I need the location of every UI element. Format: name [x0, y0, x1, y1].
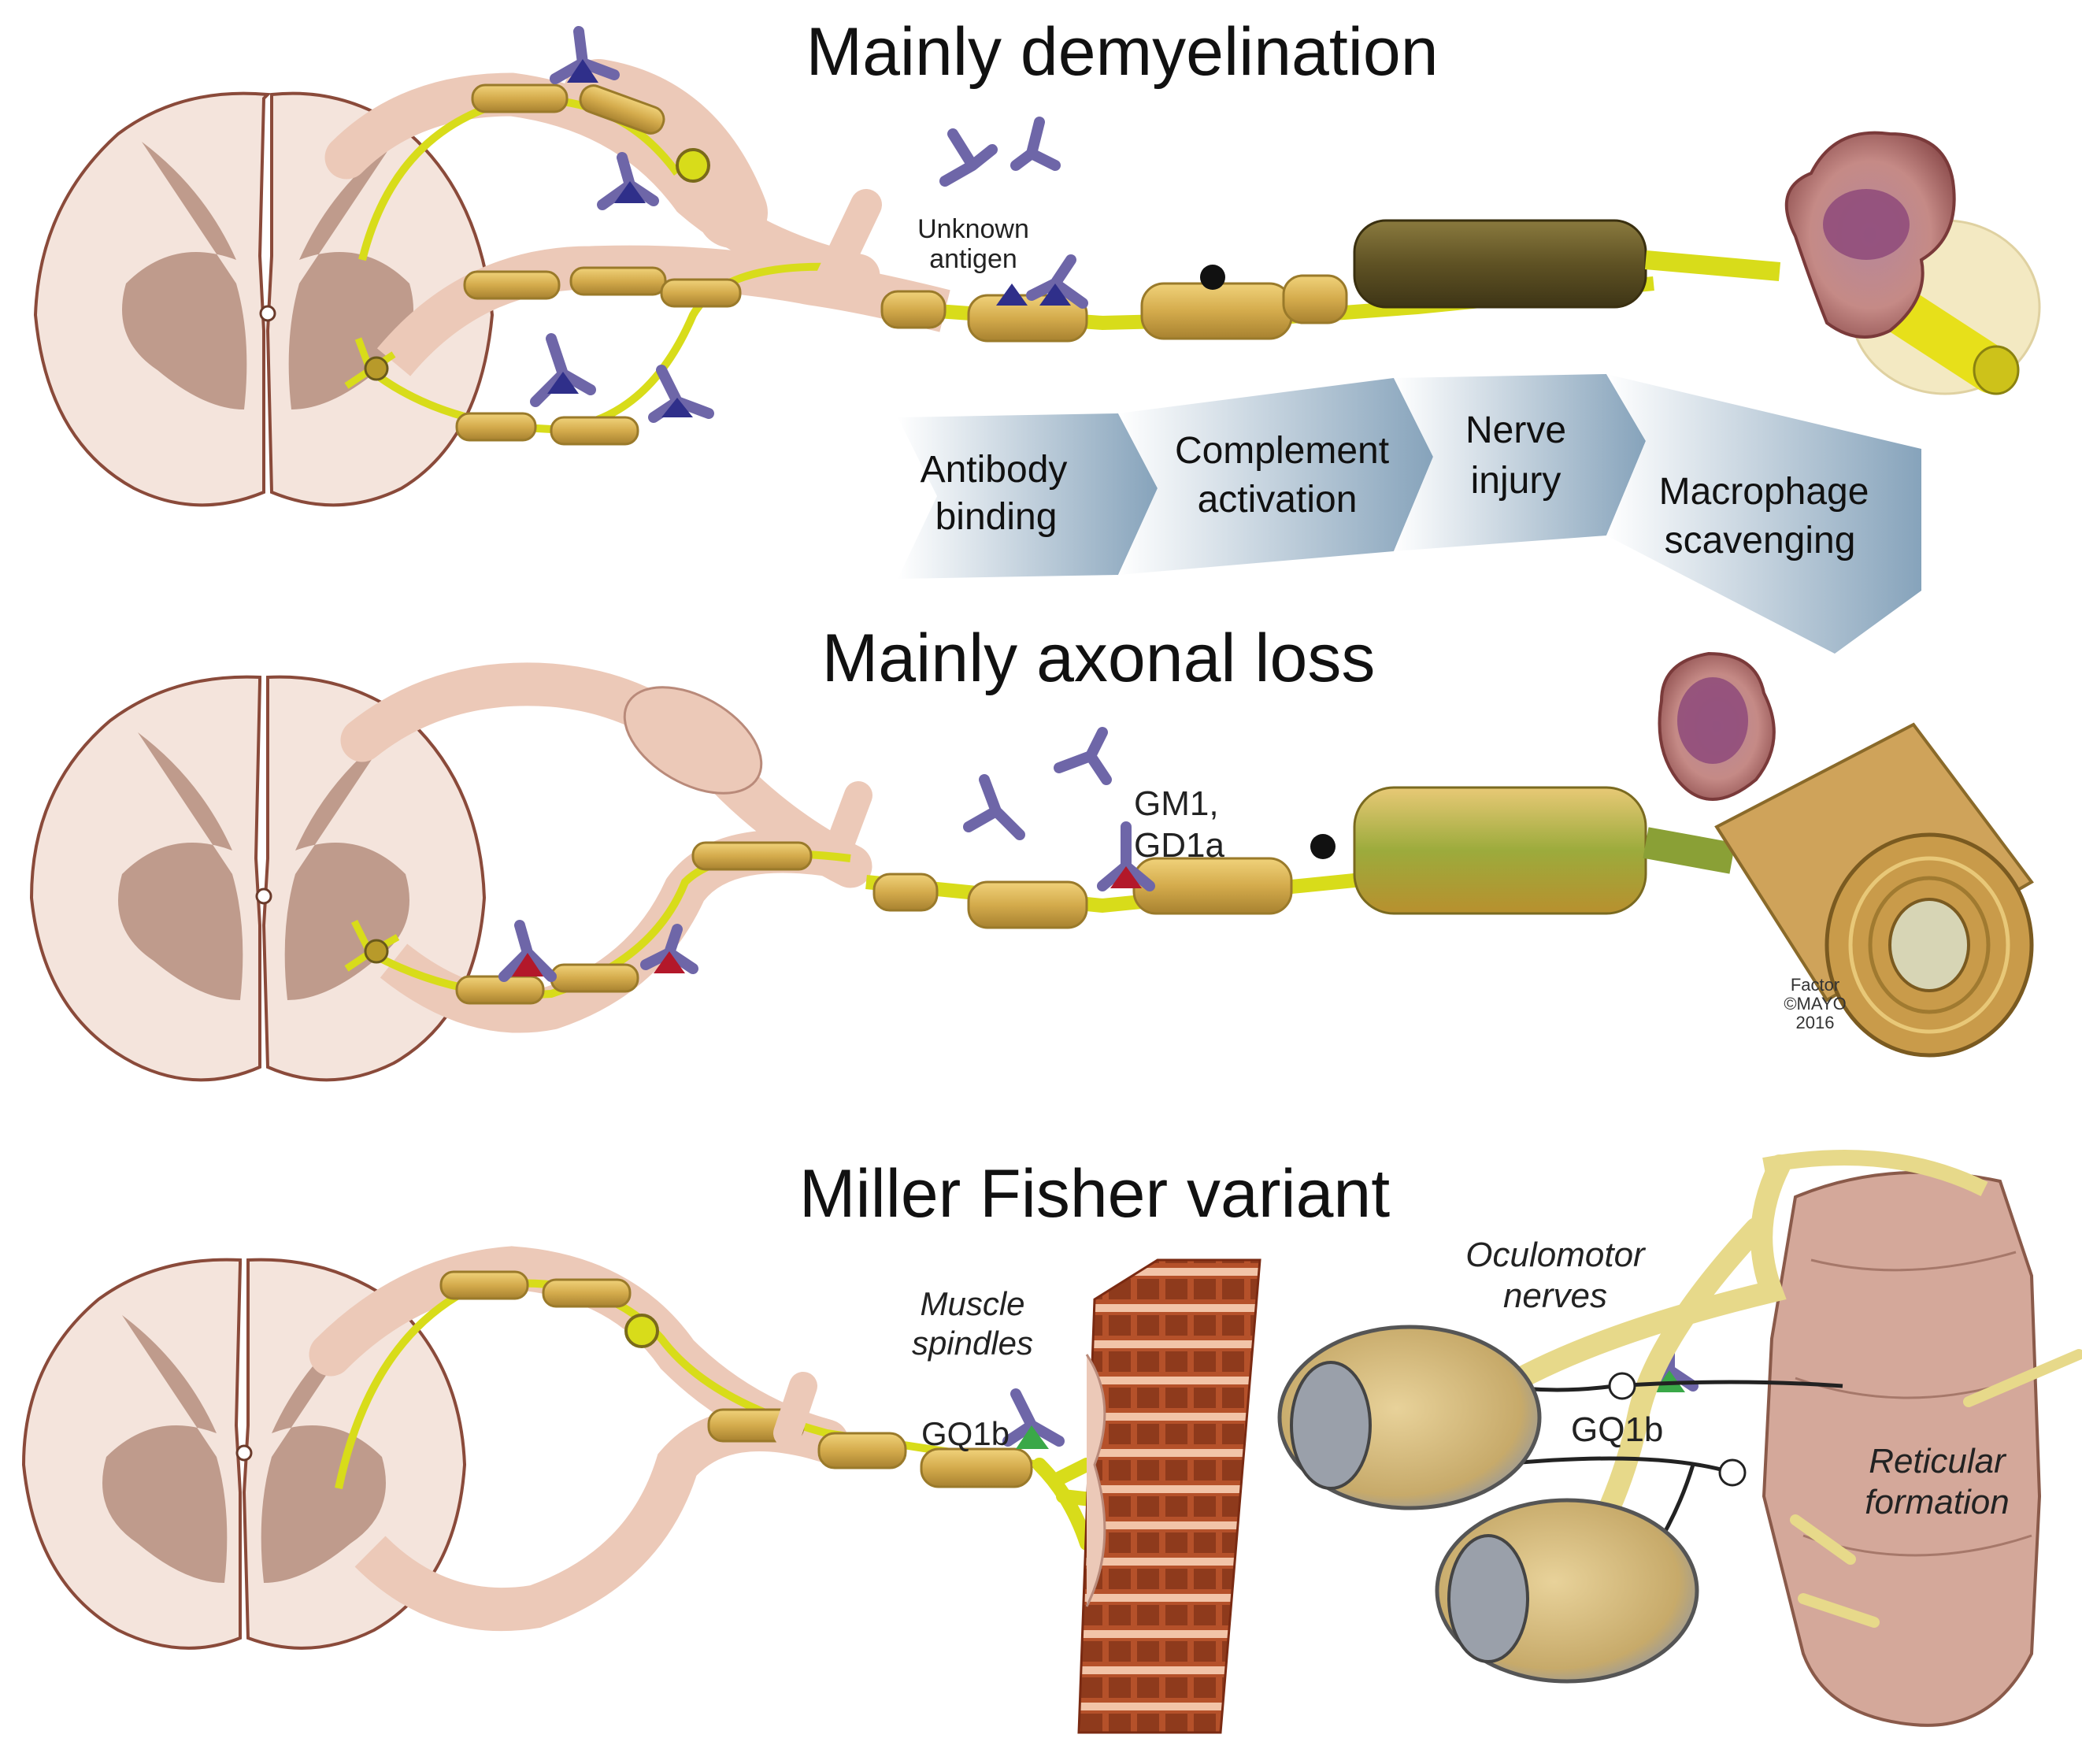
- panel-title: Mainly demyelination: [806, 14, 1438, 90]
- antigen-markers: [547, 59, 1071, 417]
- complement-particle: [1310, 834, 1336, 859]
- process-step-arrow: [1606, 374, 1921, 654]
- step4-line1: Macrophage: [1659, 471, 1869, 513]
- panel-demyelination: Mainly demyelination: [33, 14, 2041, 654]
- step3-line2: injury: [1471, 460, 1562, 502]
- reticular-label-line1: Reticular: [1869, 1442, 2007, 1480]
- spindle-label-line1: Muscle: [920, 1285, 1024, 1322]
- reticular-label-line2: formation: [1865, 1483, 2009, 1521]
- degenerating-axon-segment: [1353, 786, 1647, 915]
- spinal-cord-cross-section: [33, 91, 495, 507]
- muscle-fiber: [1077, 1258, 1261, 1734]
- credit-line2: ©MAYO: [1784, 994, 1846, 1014]
- eyeball: [1277, 1325, 1542, 1510]
- spinal-cord-cross-section: [29, 675, 487, 1082]
- step2-line1: Complement: [1175, 430, 1389, 472]
- panel-title: Mainly axonal loss: [822, 621, 1376, 696]
- oculomotor-antigen-label: GQ1b: [1571, 1410, 1663, 1449]
- antigen-label-line1: Unknown: [917, 214, 1029, 244]
- process-step-arrow: [1394, 374, 1646, 551]
- credit: Factor ©MAYO 2016: [1784, 975, 1846, 1032]
- process-step-arrow: [1118, 378, 1433, 575]
- degenerating-segment: [1353, 219, 1647, 309]
- credit-line3: 2016: [1796, 1013, 1835, 1032]
- panel-axonal-loss: Mainly axonal loss: [29, 621, 2034, 1082]
- brainstem: [1762, 1170, 2042, 1727]
- complement-particle: [1200, 265, 1225, 290]
- process-step-arrow: [898, 413, 1158, 579]
- antibodies: [530, 26, 1088, 423]
- antigen-label-line2: GD1a: [1134, 826, 1224, 865]
- process-labels: Antibody binding Complement activation N…: [921, 410, 1869, 561]
- panel-miller-fisher: Miller Fisher variant: [21, 1150, 2082, 1734]
- antigen-label-line1: GM1,: [1134, 784, 1219, 823]
- spindle-label-line2: spindles: [912, 1325, 1033, 1362]
- step1-line1: Antibody: [921, 449, 1068, 491]
- step2-line2: activation: [1198, 479, 1358, 521]
- antigen-markers: [512, 866, 1142, 976]
- process-arrows: [898, 374, 1921, 654]
- step4-line2: scavenging: [1665, 520, 1856, 561]
- credit-line1: Factor: [1791, 975, 1839, 995]
- oculomotor-label-line2: nerves: [1503, 1277, 1607, 1315]
- panel-title: Miller Fisher variant: [799, 1156, 1390, 1232]
- oculomotor-label-line1: Oculomotor: [1465, 1236, 1647, 1274]
- step1-line2: binding: [935, 496, 1058, 538]
- antigen-label-line2: antigen: [929, 244, 1017, 274]
- antibodies: [498, 727, 1155, 982]
- step3-line1: Nerve: [1465, 410, 1566, 451]
- eyeball: [1435, 1498, 1699, 1684]
- spindle-antigen-label: GQ1b: [921, 1415, 1010, 1452]
